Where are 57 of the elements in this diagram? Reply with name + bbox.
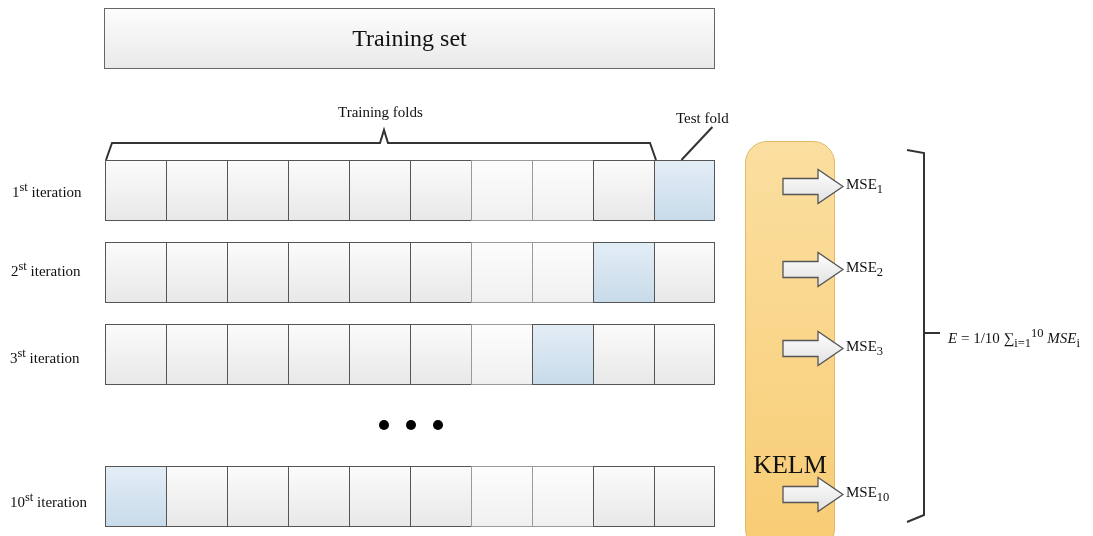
fold-cell: [654, 466, 715, 527]
result-text: MSE$_{2}$: [846, 259, 884, 280]
leader-line: [680, 126, 714, 161]
fold-cell: [593, 466, 655, 527]
fold-cell: [593, 160, 655, 221]
fold-cell: [654, 324, 715, 385]
fold-cell: [166, 324, 228, 385]
block-arrow: [782, 168, 845, 205]
fold-cell: [227, 466, 289, 527]
fold-cell: [166, 160, 228, 221]
fold-cell: [471, 160, 533, 221]
fold-cell: [288, 324, 350, 385]
dataset-box: Training set: [104, 8, 715, 69]
fold-cell: [410, 160, 472, 221]
fold-cell: [471, 242, 533, 303]
callout-text: Test fold: [676, 110, 729, 127]
fold-cell: [288, 160, 350, 221]
test-fold-cell: [593, 242, 655, 303]
block-arrow: [782, 476, 845, 513]
fold-cell: [227, 242, 289, 303]
test-fold-cell: [105, 466, 167, 527]
fold-cell: [471, 466, 533, 527]
result-text: MSE$_{3}$: [846, 338, 884, 359]
test-fold-cell: [532, 324, 594, 385]
fold-cell: [349, 160, 411, 221]
block-arrow: [782, 330, 845, 367]
fold-cell: [471, 324, 533, 385]
fold-cell: [349, 466, 411, 527]
fold-cell: [105, 160, 167, 221]
row-label: 1$^{st}$ iteration: [12, 180, 82, 201]
fold-cell: [166, 466, 228, 527]
fold-cell: [105, 324, 167, 385]
row-label: 2$^{st}$ iteration: [11, 259, 81, 280]
fold-cell: [288, 242, 350, 303]
fold-cell: [532, 466, 594, 527]
block-arrow: [782, 251, 845, 288]
fold-cell: [532, 160, 594, 221]
bracket-label: Training folds: [338, 104, 423, 121]
test-fold-cell: [654, 160, 715, 221]
fold-cell: [349, 242, 411, 303]
fold-cell: [105, 242, 167, 303]
fold-cell: [166, 242, 228, 303]
fold-cell: [227, 160, 289, 221]
row-label: 10$^{st}$ iteration: [10, 490, 88, 511]
fold-cell: [288, 466, 350, 527]
fold-cell: [654, 242, 715, 303]
fold-cell: [349, 324, 411, 385]
row-label: 3$^{st}$ iteration: [10, 346, 80, 367]
formula: E = 1/10 ∑$_{i=1}$$^{10}$ MSE$_{i}$: [948, 326, 1080, 351]
result-text: MSE$_{10}$: [846, 484, 890, 505]
fold-cell: [410, 324, 472, 385]
fold-cell: [532, 242, 594, 303]
fold-cell: [410, 242, 472, 303]
fold-cell: [227, 324, 289, 385]
fold-cell: [410, 466, 472, 527]
result-text: MSE$_{1}$: [846, 176, 884, 197]
fold-cell: [593, 324, 655, 385]
